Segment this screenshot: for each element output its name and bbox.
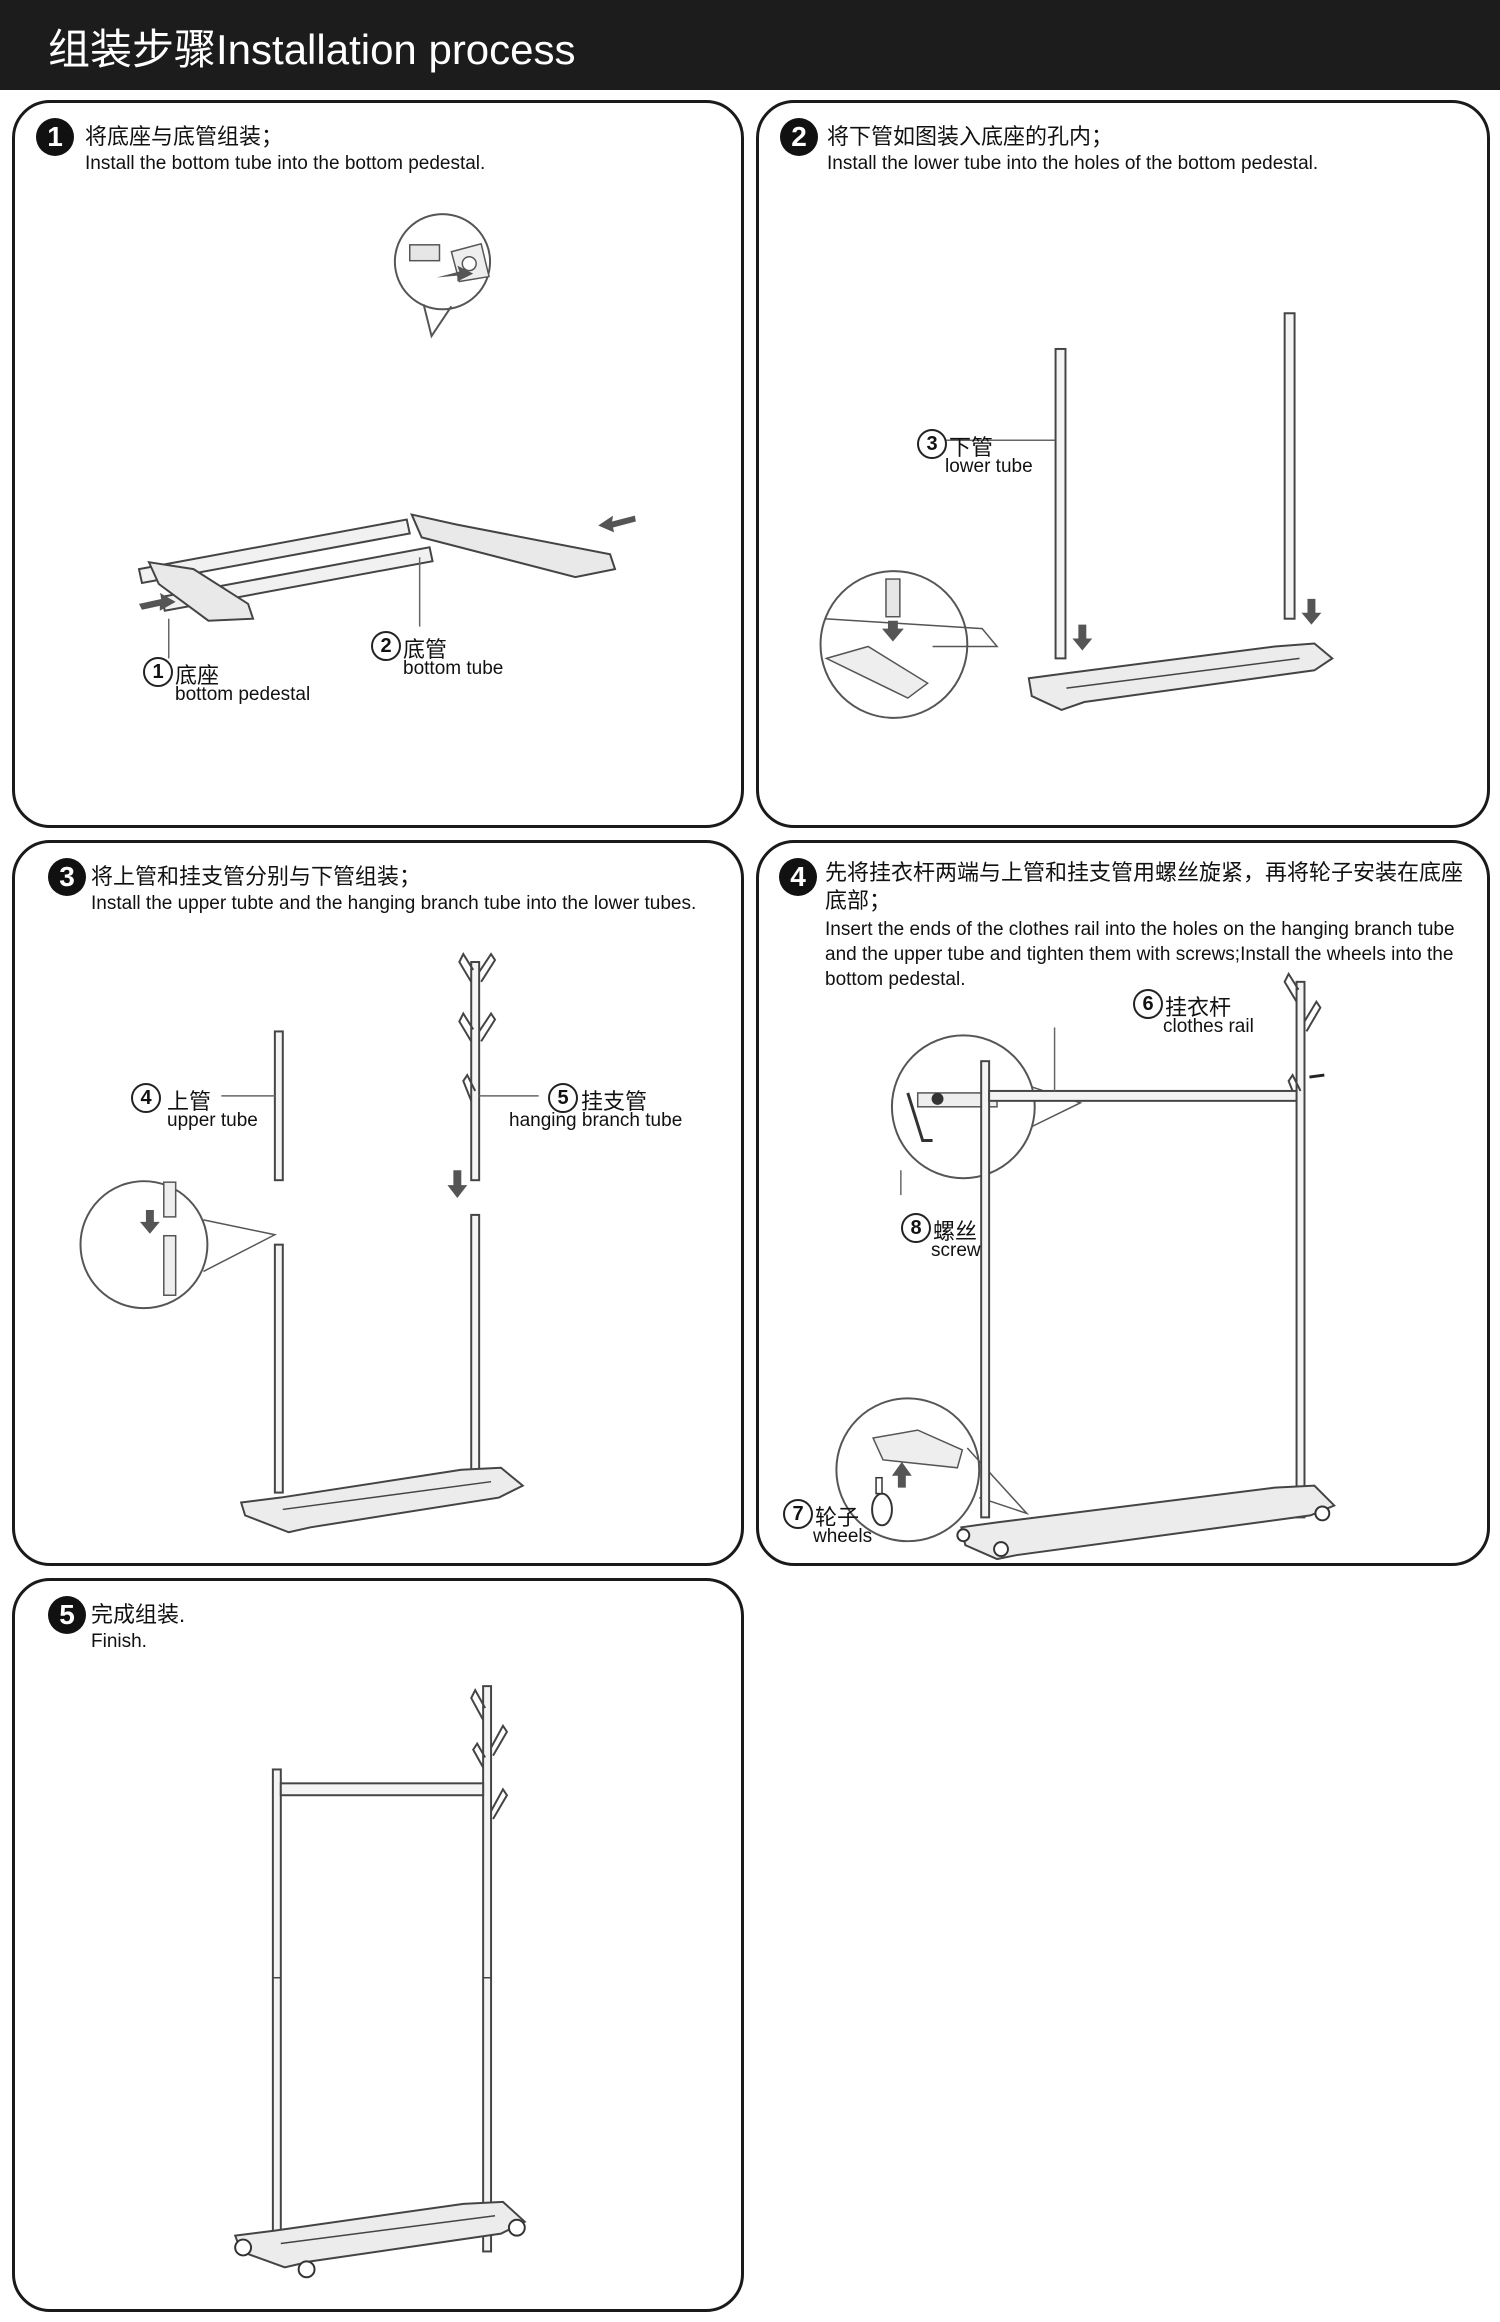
page-header: 组装步骤Installation process — [0, 0, 1500, 90]
part-5-label-en: hanging branch tube — [509, 1110, 683, 1131]
step-1-panel: 1 将底座与底管组装； Install the bottom tube into… — [12, 100, 744, 828]
part-2-label-zh: 底管 — [403, 637, 448, 662]
step-2-number-badge: 2 — [780, 118, 818, 156]
part-2-label-en: bottom tube — [403, 658, 504, 679]
step-5-panel: 5 完成组装. Finish. — [12, 1578, 744, 2312]
step-4-instruction-zh: 先将挂衣杆两端与上管和挂支管用螺丝旋紧，再将轮子安装在底座底部； — [825, 860, 1464, 913]
step-4-panel: 4 先将挂衣杆两端与上管和挂支管用螺丝旋紧，再将轮子安装在底座底部； Inser… — [756, 840, 1490, 1566]
step-1-number-badge: 1 — [36, 118, 74, 156]
step-2-panel: 2 将下管如图装入底座的孔内； Install the lower tube i… — [756, 100, 1490, 828]
step-5-instruction-en: Finish. — [91, 1631, 147, 1652]
part-3-number: 3 — [917, 429, 947, 459]
step-4-illustration — [835, 971, 1336, 1561]
page-title: 组装步骤Installation process — [48, 26, 576, 73]
step-4-number-badge: 4 — [779, 858, 817, 896]
part-6-label-zh: 挂衣杆 — [1165, 995, 1232, 1020]
step-5-instruction-zh: 完成组装. — [91, 1602, 186, 1627]
step-3-panel: 3 将上管和挂支管分别与下管组装； Install the upper tubt… — [12, 840, 744, 1566]
part-1-number: 1 — [143, 657, 173, 687]
step-2-instruction-zh: 将下管如图装入底座的孔内； — [827, 124, 1114, 149]
step-4-instruction-en: Insert the ends of the clothes rail into… — [825, 919, 1455, 990]
step-1-instruction-zh: 将底座与底管组装； — [85, 124, 284, 149]
part-7-label-en: wheels — [813, 1526, 873, 1547]
part-5-number: 5 — [548, 1083, 578, 1113]
step-3-illustration — [79, 952, 539, 1534]
step-1-illustration — [137, 213, 636, 659]
part-4-label-en: upper tube — [167, 1110, 258, 1131]
part-8-label-en: screw — [931, 1240, 981, 1261]
step-3-number-badge: 3 — [48, 858, 86, 896]
part-7-number: 7 — [783, 1499, 813, 1529]
step-5-illustration — [233, 1685, 527, 2279]
part-2-number: 2 — [371, 631, 401, 661]
part-5-label-zh: 挂支管 — [581, 1089, 648, 1114]
step-5-number-badge: 5 — [48, 1596, 86, 1634]
part-8-number: 8 — [901, 1213, 931, 1243]
part-4-number: 4 — [131, 1083, 161, 1113]
step-3-instruction-en: Install the upper tubte and the hanging … — [91, 893, 697, 914]
step-2-instruction-en: Install the lower tube into the holes of… — [827, 153, 1319, 174]
step-1-instruction-en: Install the bottom tube into the bottom … — [85, 153, 486, 174]
step-2-illustration — [819, 312, 1334, 719]
part-7-label-zh: 轮子 — [815, 1505, 860, 1530]
part-6-label-en: clothes rail — [1163, 1016, 1254, 1037]
part-1-label-zh: 底座 — [175, 663, 220, 688]
part-4-label-zh: 上管 — [167, 1089, 212, 1114]
part-3-label-en: lower tube — [945, 456, 1033, 477]
step-3-instruction-zh: 将上管和挂支管分别与下管组装； — [91, 864, 422, 889]
part-8-label-zh: 螺丝 — [933, 1219, 978, 1244]
part-6-number: 6 — [1133, 989, 1163, 1019]
part-1-label-en: bottom pedestal — [175, 684, 311, 705]
part-3-label-zh: 下管 — [949, 435, 994, 460]
